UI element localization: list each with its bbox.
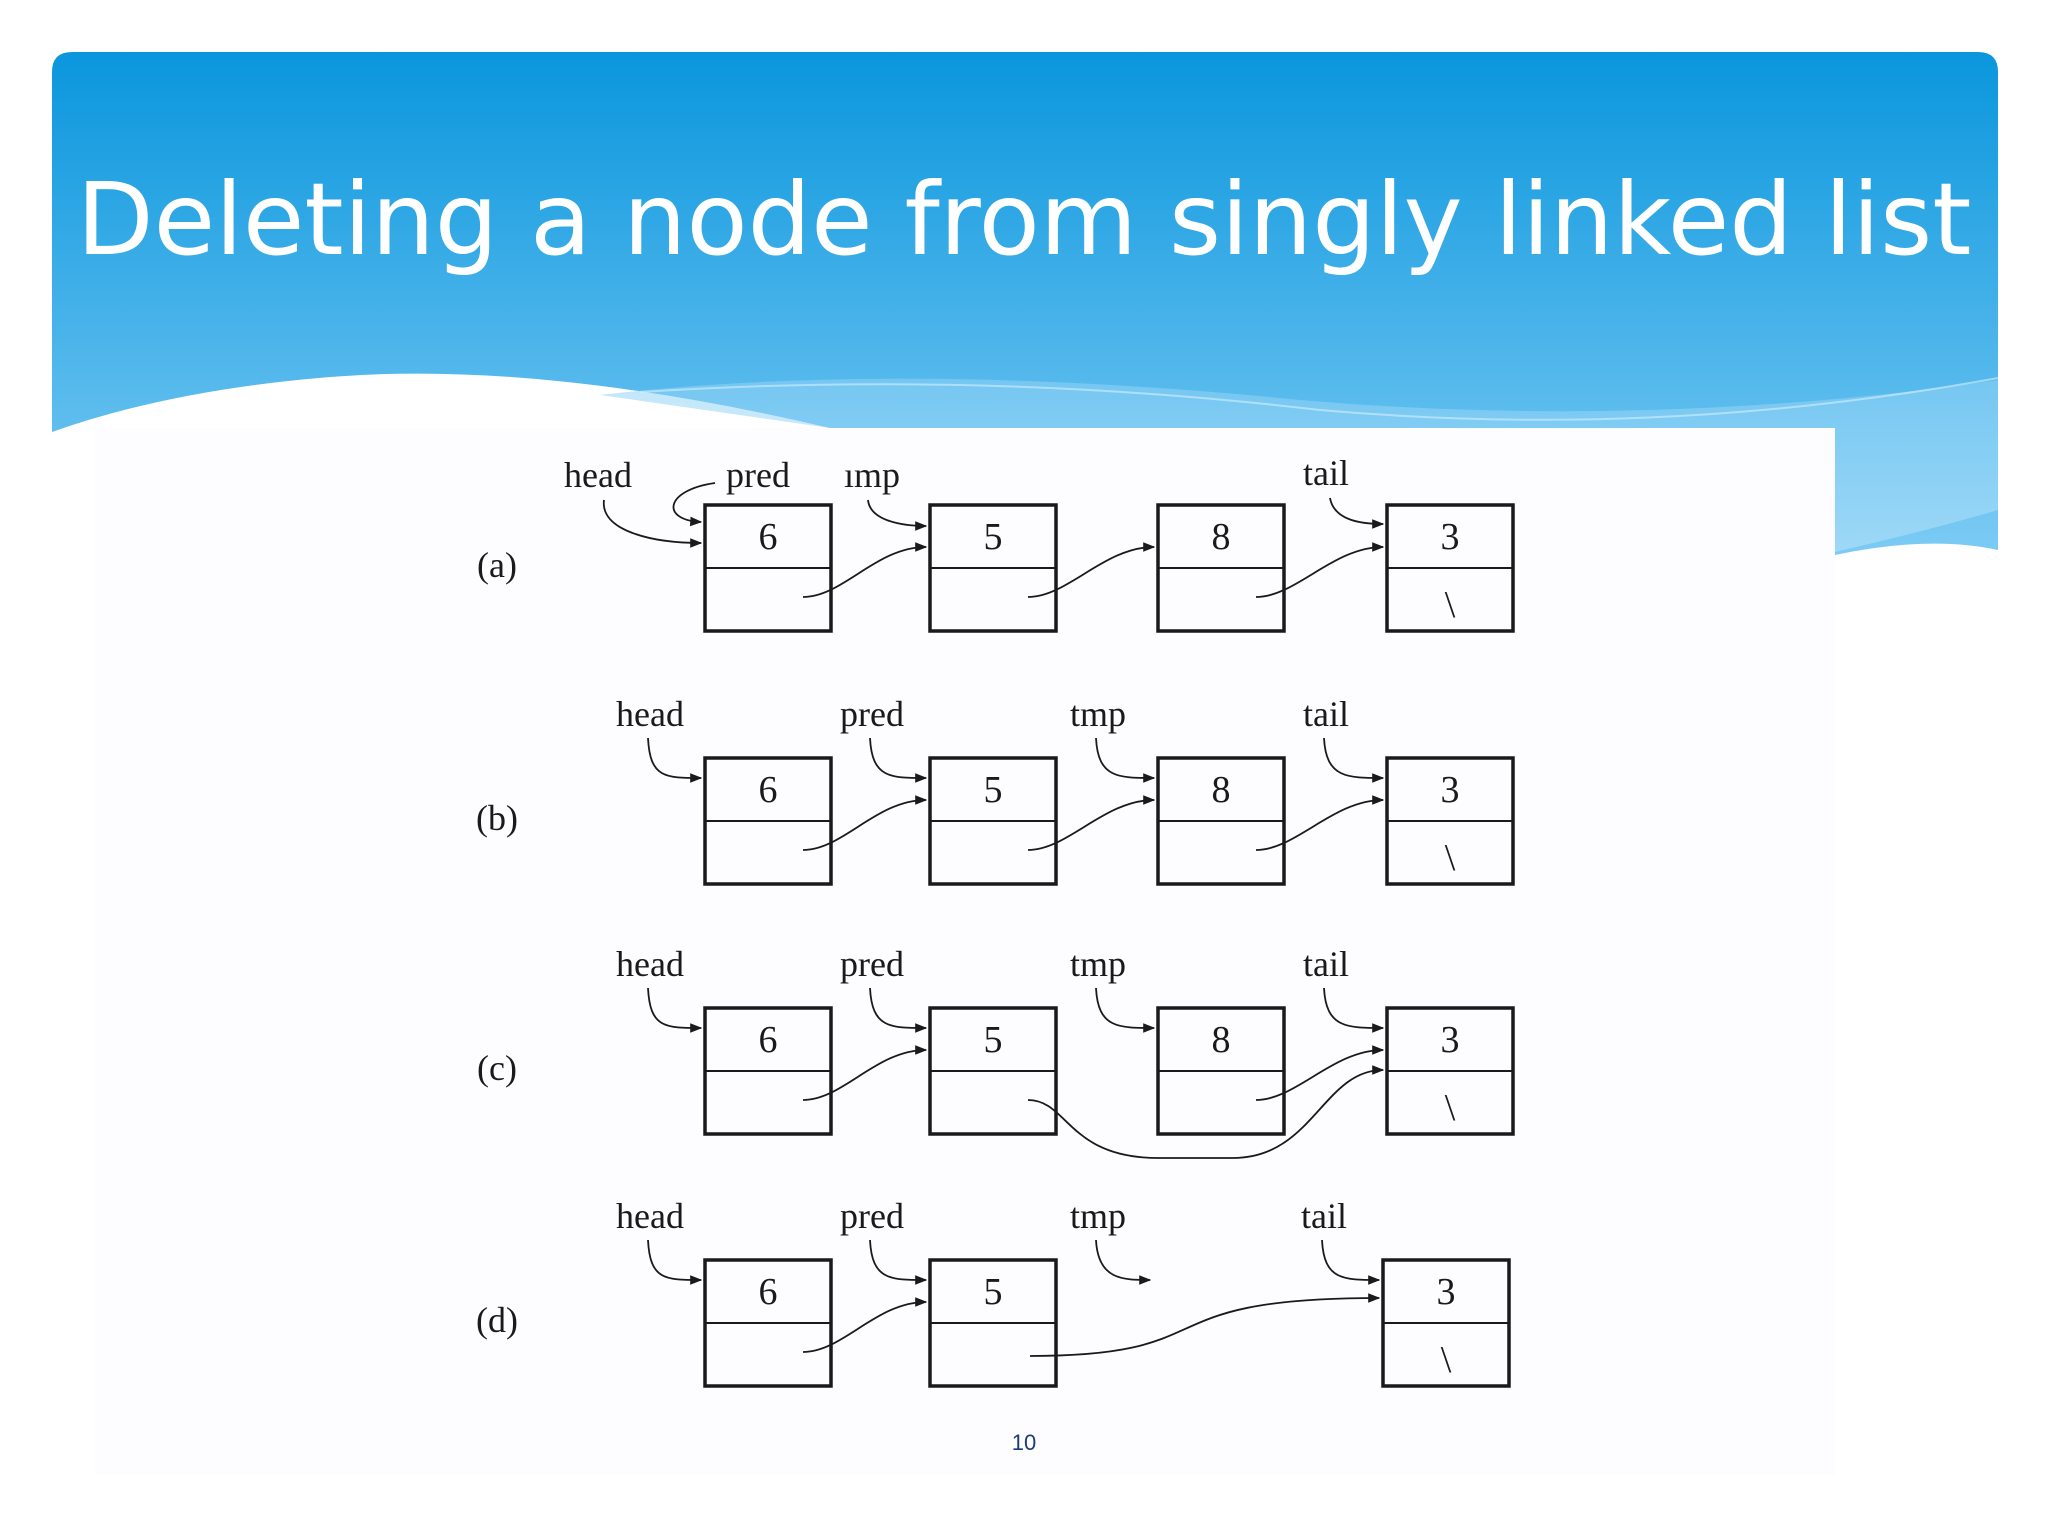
next-link-arrow: [1027, 795, 1156, 851]
list-node: 6: [703, 1258, 833, 1388]
node-next-null: \: [1445, 837, 1456, 879]
next-link-arrow: [1029, 1293, 1381, 1357]
list-node: 3\: [1381, 1258, 1511, 1388]
list-node: 8: [1156, 1006, 1286, 1136]
node-value: 3: [1441, 769, 1460, 811]
pointer-label-head: head: [616, 944, 684, 984]
panel-label: (a): [477, 545, 517, 585]
node-value: 5: [984, 1271, 1003, 1313]
header-wave: [600, 378, 1998, 552]
next-link-arrow: [802, 542, 928, 598]
pointer-label-tmp: tmp: [1070, 1196, 1126, 1236]
node-next-null: \: [1445, 584, 1456, 626]
tail-pointer-arrow: [1323, 737, 1385, 783]
node-value: 8: [1212, 516, 1231, 558]
pointer-label-tail: tail: [1301, 1196, 1347, 1236]
pred-pointer-arrow: [869, 737, 928, 783]
next-link-arrow: [1255, 1045, 1385, 1101]
node-next-null: \: [1445, 1087, 1456, 1129]
pointer-label-pred: pred: [840, 944, 904, 984]
pointer-label-tail: tail: [1303, 694, 1349, 734]
node-value: 3: [1437, 1271, 1456, 1313]
panel-label: (b): [476, 798, 518, 838]
node-next-null: \: [1441, 1339, 1452, 1381]
list-node: 3\: [1385, 503, 1515, 633]
slide-title: Deleting a node from singly linked list: [76, 161, 1972, 278]
tmp-pointer-arrow: [1095, 1239, 1152, 1285]
pointer-label-pred: pred: [840, 694, 904, 734]
node-value: 8: [1212, 769, 1231, 811]
pointer-label-pred: pred: [726, 455, 790, 495]
pointer-label-tail: tail: [1303, 944, 1349, 984]
head-pointer-arrow: [603, 499, 703, 548]
tail-pointer-arrow: [1323, 987, 1385, 1033]
panel-label: (d): [476, 1300, 518, 1340]
node-value: 6: [759, 1019, 778, 1061]
node-value: 5: [984, 1019, 1003, 1061]
list-node: 6: [703, 503, 833, 633]
pred-pointer-arrow: [672, 482, 716, 527]
tail-pointer-arrow: [1329, 497, 1385, 529]
pointer-label-tmp: ımp: [844, 455, 900, 495]
pointer-label-tmp: tmp: [1070, 694, 1126, 734]
tmp-pointer-arrow: [867, 499, 928, 531]
list-node: 5: [928, 503, 1058, 633]
list-node: 8: [1156, 503, 1286, 633]
next-link-arrow: [802, 795, 928, 851]
pointer-label-head: head: [616, 1196, 684, 1236]
node-value: 3: [1441, 1019, 1460, 1061]
panel-label: (c): [477, 1048, 517, 1088]
node-value: 6: [759, 1271, 778, 1313]
head-pointer-arrow: [647, 987, 703, 1033]
list-node: 6: [703, 756, 833, 886]
next-link-arrow: [1255, 542, 1385, 598]
next-link-arrow: [1027, 1065, 1385, 1159]
node-value: 6: [759, 516, 778, 558]
list-node: 3\: [1385, 756, 1515, 886]
pred-pointer-arrow: [869, 987, 928, 1033]
next-link-arrow: [1255, 795, 1385, 851]
pointer-label-pred: pred: [840, 1196, 904, 1236]
slide-number: 10: [1011, 1430, 1037, 1455]
head-pointer-arrow: [647, 737, 703, 783]
tail-pointer-arrow: [1321, 1239, 1381, 1285]
node-value: 8: [1212, 1019, 1231, 1061]
node-value: 3: [1441, 516, 1460, 558]
pointer-label-tmp: tmp: [1070, 944, 1126, 984]
figure-panel: [95, 428, 1835, 1475]
tmp-pointer-arrow: [1095, 737, 1156, 783]
node-value: 5: [984, 516, 1003, 558]
node-value: 6: [759, 769, 778, 811]
list-node: 3\: [1385, 1006, 1515, 1136]
list-node: 5: [928, 756, 1058, 886]
list-node: 5: [928, 1258, 1058, 1388]
list-node: 6: [703, 1006, 833, 1136]
next-link-arrow: [802, 1045, 928, 1101]
list-node: 8: [1156, 756, 1286, 886]
header-background: [52, 52, 1999, 555]
header-band: [52, 52, 1998, 555]
next-link-arrow: [802, 1297, 928, 1353]
header-wave-line: [639, 377, 1999, 421]
node-value: 5: [984, 769, 1003, 811]
pred-pointer-arrow: [869, 1239, 928, 1285]
next-link-arrow: [1027, 542, 1156, 598]
tmp-pointer-arrow: [1095, 987, 1156, 1033]
head-pointer-arrow: [647, 1239, 703, 1285]
list-node: 5: [928, 1006, 1058, 1136]
pointer-label-head: head: [564, 455, 632, 495]
pointer-label-head: head: [616, 694, 684, 734]
pointer-label-tail: tail: [1303, 453, 1349, 493]
